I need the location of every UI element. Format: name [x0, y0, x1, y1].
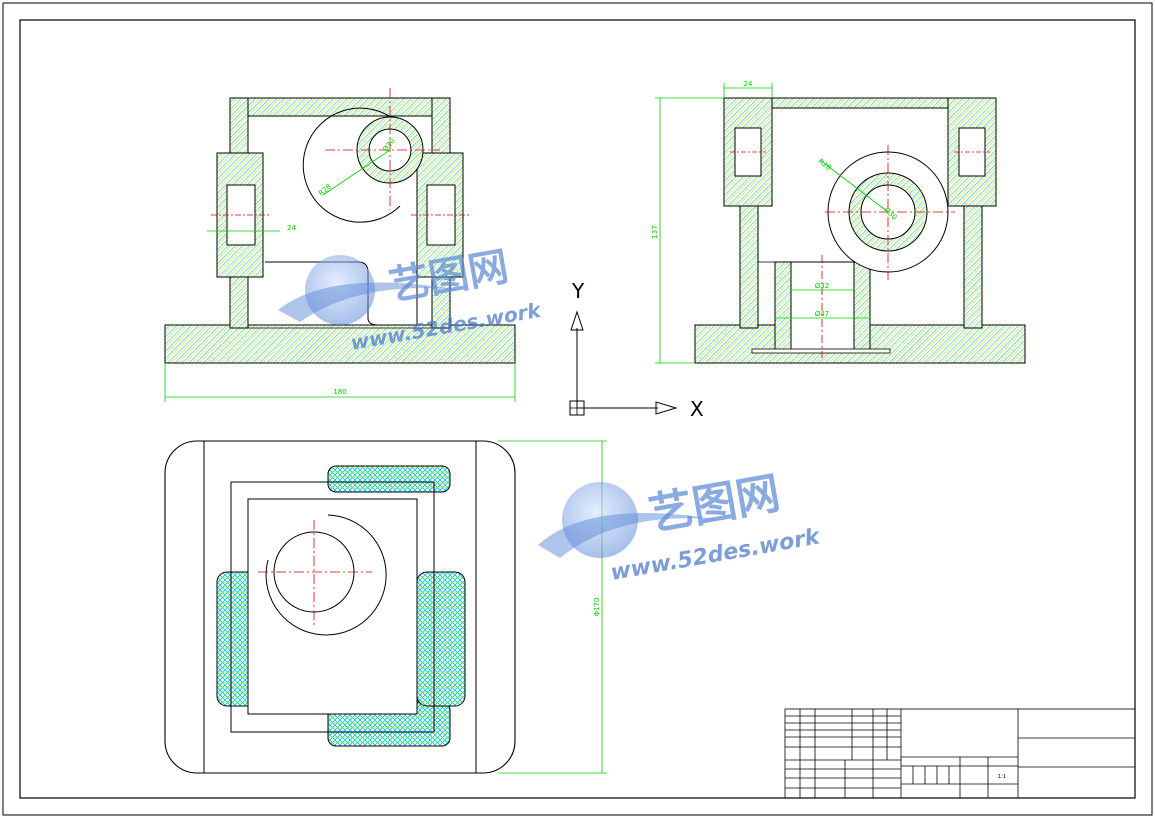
- side-dim-d47: Ø47: [815, 310, 829, 318]
- ucs-x-label: X: [690, 397, 704, 421]
- side-base-recess: [751, 348, 891, 354]
- top-dim-depth: Φ170: [593, 598, 601, 617]
- top-outline: [164, 440, 516, 774]
- top-bearing-arc: [265, 514, 387, 636]
- top-wall-top: [327, 465, 451, 493]
- top-wall-right: [416, 571, 466, 707]
- front-cavity-outline: [265, 261, 418, 326]
- side-dim-r-leader: [819, 159, 889, 213]
- ucs-y-arrow: [570, 310, 584, 331]
- front-dim-r: R28: [317, 183, 333, 198]
- side-sleeve-right: [853, 261, 871, 353]
- ucs-x-arrow: [655, 401, 678, 415]
- side-left-column: [739, 205, 759, 329]
- watermark-2: 艺图网 www.52des.work: [538, 468, 823, 586]
- front-view: 180 24 R28 Ø30: [164, 88, 516, 402]
- watermark-brand: 艺图网: [386, 244, 512, 310]
- side-dim-height: 137: [651, 225, 659, 238]
- top-inner-frame-outer: [230, 481, 435, 733]
- front-base-plate: [164, 324, 516, 364]
- side-dim-d32: Ø32: [815, 282, 829, 290]
- front-top-bar: [229, 97, 451, 117]
- side-dim-wall: 24: [744, 80, 753, 88]
- front-dim-wall: 24: [287, 224, 296, 232]
- top-view: Φ170: [164, 440, 607, 774]
- ucs-y-label: Y: [571, 279, 585, 303]
- title-block: [784, 708, 1136, 799]
- side-right-column: [963, 205, 983, 329]
- watermark-url: www.52des.work: [609, 524, 823, 586]
- side-view: 137 24 R28 Ø30 Ø32 Ø47: [651, 80, 1026, 364]
- ucs-icon: X Y: [569, 279, 704, 421]
- side-sleeve-bore: [790, 261, 855, 353]
- side-dim-r: R28: [817, 157, 833, 172]
- watermark-swoosh: [278, 282, 460, 322]
- front-dim-r-leader: [322, 149, 391, 196]
- watermark-brand: 艺图网: [645, 468, 784, 541]
- title-block-scale: 1:1: [998, 774, 1006, 780]
- sheet-inner-border: [19, 19, 1136, 799]
- side-sleeve-left: [774, 261, 792, 353]
- watermark-swoosh: [538, 512, 720, 558]
- front-dim-width: 180: [333, 388, 346, 396]
